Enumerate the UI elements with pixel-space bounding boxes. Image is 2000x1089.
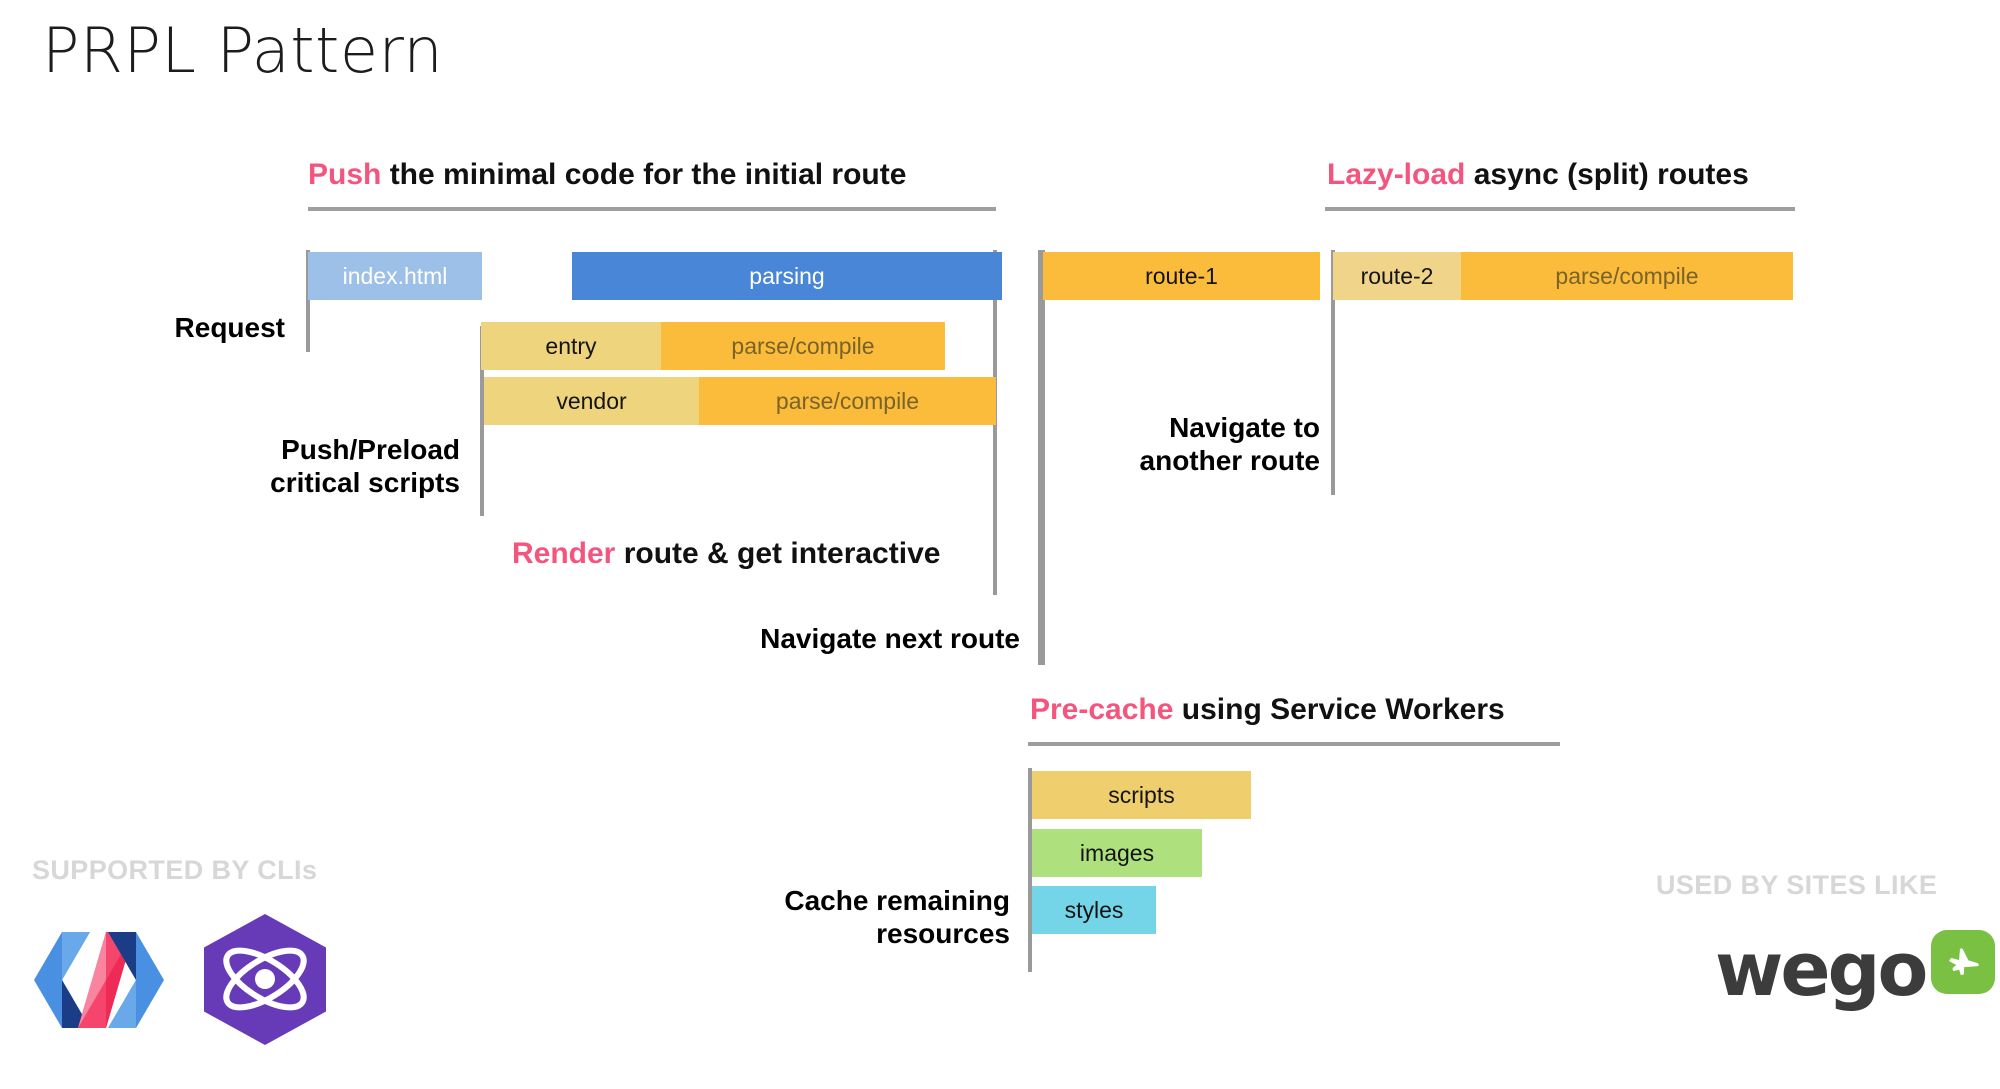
lazy-section-rule <box>1325 207 1795 211</box>
segment-label: parsing <box>749 262 825 289</box>
preact-logo <box>200 912 330 1047</box>
segment-label: route-2 <box>1360 262 1434 289</box>
wego-logo: wego <box>1715 927 1996 1013</box>
segment-label: styles <box>1064 896 1124 923</box>
precache-section-rule <box>1028 742 1560 746</box>
segment-vendor-name: vendor <box>484 377 699 425</box>
segment-images: images <box>1032 829 1202 877</box>
bar-precache-styles: styles <box>1032 886 1156 934</box>
marker-navigate-next <box>1038 250 1042 665</box>
label-cache-remaining-resources: Cache remaining resources <box>784 885 1010 949</box>
bar-parsing: parsing <box>572 252 1002 300</box>
push-section-rule <box>308 207 996 211</box>
lazy-heading-rest: async (split) routes <box>1465 158 1749 191</box>
bar-precache-scripts: scripts <box>1032 771 1251 819</box>
render-heading: Render route & get interactive <box>512 537 940 571</box>
marker-route-2 <box>1331 250 1335 495</box>
precache-section-heading: Pre-cache using Service Workers <box>1030 693 1505 727</box>
lazy-load-keyword: Lazy-load <box>1327 158 1466 191</box>
segment-vendor-parse-compile: parse/compile <box>699 377 996 425</box>
bar-vendor: vendor parse/compile <box>484 377 996 425</box>
segment-route-2-parse-compile: parse/compile <box>1461 252 1793 300</box>
segment-label: parse/compile <box>731 332 875 359</box>
lazy-section-heading: Lazy-load async (split) routes <box>1327 158 1749 192</box>
push-heading-rest: the minimal code for the initial route <box>381 158 907 191</box>
precache-heading-rest: using Service Workers <box>1173 693 1505 726</box>
segment-label: index.html <box>342 262 448 289</box>
marker-precache <box>1028 768 1032 972</box>
segment-label: entry <box>545 332 597 359</box>
push-section-heading: Push the minimal code for the initial ro… <box>308 158 906 192</box>
segment-route-1: route-1 <box>1043 252 1320 300</box>
segment-index-html: index.html <box>308 252 482 300</box>
label-navigate-next-route: Navigate next route <box>760 623 1020 654</box>
bar-precache-images: images <box>1032 829 1202 877</box>
page-title: PRPL Pattern <box>42 14 444 87</box>
segment-label: parse/compile <box>775 387 920 414</box>
segment-route-2-name: route-2 <box>1333 252 1461 300</box>
marker-route-1 <box>1041 250 1045 665</box>
segment-label: vendor <box>556 387 627 414</box>
segment-scripts: scripts <box>1032 771 1251 819</box>
segment-label: images <box>1079 839 1155 866</box>
label-request: Request <box>174 312 285 343</box>
used-by-sites-like-caption: USED BY SITES LIKE <box>1656 870 1938 900</box>
segment-entry-parse-compile: parse/compile <box>661 322 945 370</box>
segment-label: route-1 <box>1145 262 1218 289</box>
airplane-icon <box>1931 930 1996 994</box>
bar-index-html: index.html <box>308 252 482 300</box>
segment-entry-name: entry <box>481 322 661 370</box>
wego-wordmark: wego <box>1715 927 1928 1013</box>
segment-label: scripts <box>1108 781 1175 808</box>
label-push-preload: Push/Preload critical scripts <box>270 434 460 498</box>
bar-route-1: route-1 <box>1043 252 1320 300</box>
bar-entry: entry parse/compile <box>481 322 945 370</box>
segment-styles: styles <box>1032 886 1156 934</box>
render-heading-rest: route & get interactive <box>615 537 941 570</box>
polymer-logo <box>34 925 164 1035</box>
label-navigate-another-route: Navigate to another route <box>1139 412 1320 476</box>
bar-route-2: route-2 parse/compile <box>1333 252 1793 300</box>
render-keyword: Render <box>512 537 616 570</box>
segment-parsing: parsing <box>572 252 1002 300</box>
marker-push-preload <box>480 326 484 516</box>
segment-label: parse/compile <box>1555 262 1699 289</box>
marker-request <box>306 250 310 352</box>
precache-keyword: Pre-cache <box>1030 693 1174 726</box>
supported-by-clis-caption: SUPPORTED BY CLIs <box>32 855 318 885</box>
push-keyword: Push <box>308 158 382 191</box>
